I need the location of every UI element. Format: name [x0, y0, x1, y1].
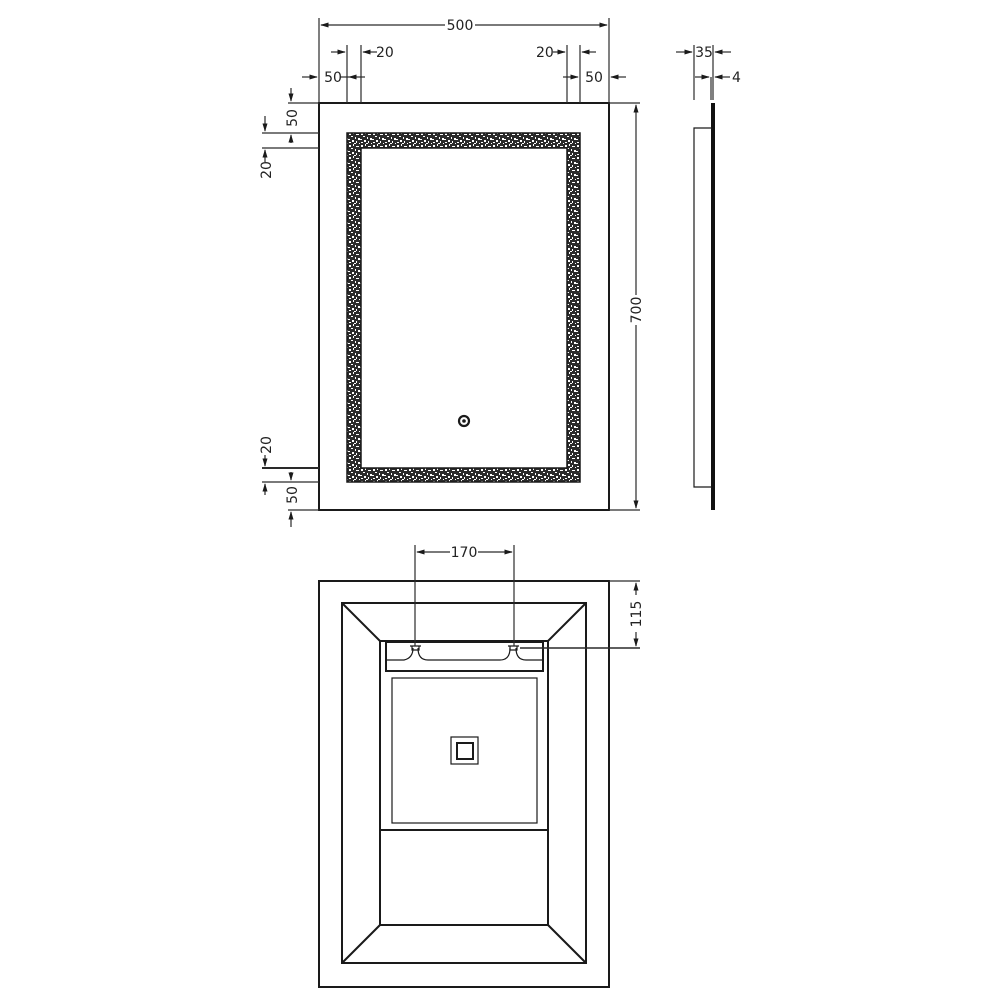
- mirror-outer-frame: [318, 102, 610, 511]
- height-label: 700: [629, 297, 645, 324]
- hanging-bracket-rail: [385, 641, 544, 672]
- dimension-left-led: 20 50: [302, 45, 394, 103]
- left-led-offset-label: 50: [324, 70, 342, 86]
- rear-outer-frame: [318, 580, 610, 988]
- bracket-hook-right-icon: [508, 645, 519, 651]
- mirror-backing-profile: [693, 127, 712, 488]
- led-light-strip: [346, 132, 581, 483]
- right-led-width-label: 20: [536, 45, 554, 61]
- depth-label: 35: [695, 45, 713, 61]
- front-view: 500 20 50 20 50: [259, 18, 645, 527]
- dimension-bottom-led: 20 50: [259, 436, 319, 527]
- rear-bevel-inner: [379, 640, 549, 926]
- rear-bevel-outer: [341, 602, 587, 964]
- touch-switch-icon: [457, 414, 471, 428]
- top-led-width-label: 20: [259, 161, 275, 179]
- dimension-width: 500: [318, 18, 610, 103]
- left-led-width-label: 20: [376, 45, 394, 61]
- dimension-bracket-drop: 115: [520, 580, 645, 649]
- bottom-led-offset-label: 50: [285, 486, 301, 504]
- dimension-top-led: 50 20: [259, 88, 319, 179]
- rear-view: 170 115: [318, 545, 645, 988]
- bracket-spacing-label: 170: [451, 545, 478, 561]
- rear-panel: [391, 677, 538, 824]
- side-view: 35 4: [676, 45, 741, 510]
- glass-thickness-label: 4: [732, 70, 741, 86]
- dimension-right-led: 20 50: [536, 45, 626, 103]
- dimension-bracket-spacing: 170: [414, 545, 515, 646]
- junction-box-icon: [450, 736, 479, 765]
- right-led-offset-label: 50: [585, 70, 603, 86]
- top-led-offset-label: 50: [285, 109, 301, 127]
- width-label: 500: [447, 18, 474, 34]
- bottom-led-width-label: 20: [259, 436, 275, 454]
- dimension-height: 700: [609, 102, 645, 511]
- bracket-hook-left-icon: [410, 645, 421, 651]
- bracket-drop-label: 115: [629, 601, 645, 628]
